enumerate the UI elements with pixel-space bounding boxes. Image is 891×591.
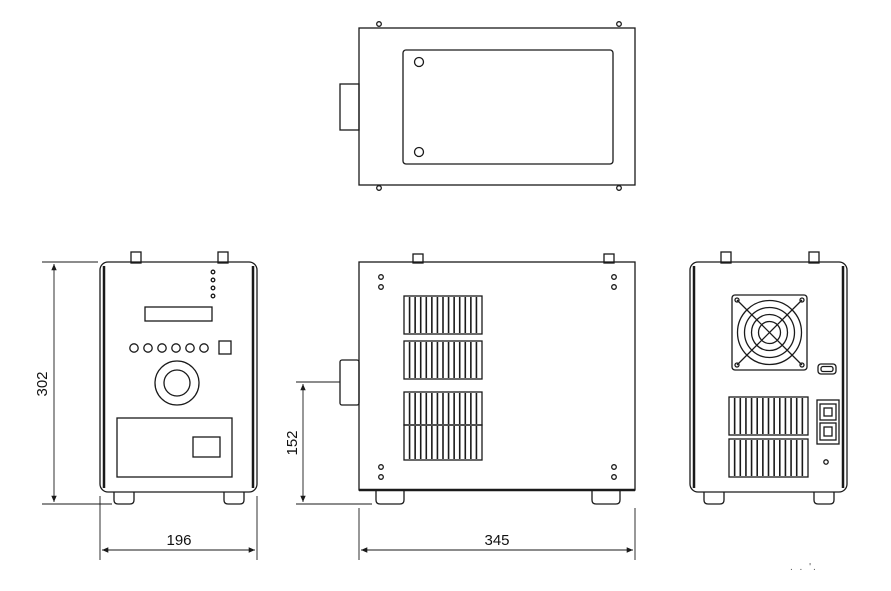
front-button bbox=[171, 343, 181, 353]
dimension-side-length bbox=[358, 508, 636, 560]
rear-handle-right bbox=[808, 251, 820, 264]
top-view-screw bbox=[413, 56, 425, 68]
rear-handle-left bbox=[720, 251, 732, 264]
top-view-foot bbox=[376, 185, 382, 191]
side-vents bbox=[403, 295, 483, 461]
rear-body bbox=[689, 261, 848, 493]
top-view bbox=[339, 21, 636, 191]
dimension-height bbox=[42, 261, 112, 505]
side-vent-block bbox=[403, 340, 483, 380]
unit-note: . . '. bbox=[790, 562, 818, 573]
side-body bbox=[358, 261, 636, 491]
height-dimension-label: 302 bbox=[34, 371, 51, 396]
rear-foot bbox=[703, 492, 725, 505]
front-dial-outer bbox=[154, 360, 200, 406]
dimension-lens-height bbox=[296, 381, 372, 505]
side-length-dimension-label: 345 bbox=[484, 532, 509, 549]
front-button bbox=[143, 343, 153, 353]
rear-connector bbox=[817, 363, 837, 375]
top-view-body bbox=[358, 27, 636, 186]
rear-fan bbox=[731, 294, 808, 371]
dimension-front-width bbox=[99, 496, 258, 560]
front-display bbox=[144, 306, 213, 322]
front-handle-left bbox=[130, 251, 142, 264]
top-view-screw bbox=[413, 146, 425, 158]
front-handle-right bbox=[217, 251, 229, 264]
front-body bbox=[99, 261, 258, 493]
side-vent-block bbox=[403, 295, 483, 335]
top-view-panel bbox=[402, 49, 614, 165]
top-view-lens-port bbox=[339, 83, 360, 131]
front-lower-panel bbox=[116, 417, 233, 478]
side-handle-left bbox=[412, 253, 424, 264]
side-lens-port bbox=[339, 359, 360, 406]
front-view bbox=[99, 251, 258, 505]
front-foot bbox=[113, 492, 135, 505]
rear-vents bbox=[728, 396, 809, 478]
side-handle-right bbox=[603, 253, 615, 264]
rear-foot bbox=[813, 492, 835, 505]
front-button bbox=[129, 343, 139, 353]
side-vent-block bbox=[403, 391, 483, 426]
side-foot bbox=[375, 490, 405, 505]
side-foot bbox=[591, 490, 621, 505]
front-switch bbox=[218, 340, 232, 355]
rear-vent-block bbox=[728, 396, 809, 436]
front-width-dimension-label: 196 bbox=[166, 532, 191, 549]
front-button bbox=[185, 343, 195, 353]
front-label-window bbox=[192, 436, 221, 458]
lens-height-dimension-label: 152 bbox=[284, 430, 301, 455]
front-dial-inner bbox=[163, 369, 191, 397]
side-vent-block bbox=[403, 424, 483, 461]
front-foot bbox=[223, 492, 245, 505]
rear-vent-block bbox=[728, 438, 809, 478]
top-view-foot bbox=[616, 21, 622, 27]
rear-power-inlet bbox=[816, 399, 840, 445]
top-view-foot bbox=[376, 21, 382, 27]
side-view bbox=[339, 253, 636, 505]
rear-view bbox=[689, 251, 848, 505]
front-button bbox=[199, 343, 209, 353]
top-view-foot bbox=[616, 185, 622, 191]
front-button bbox=[157, 343, 167, 353]
